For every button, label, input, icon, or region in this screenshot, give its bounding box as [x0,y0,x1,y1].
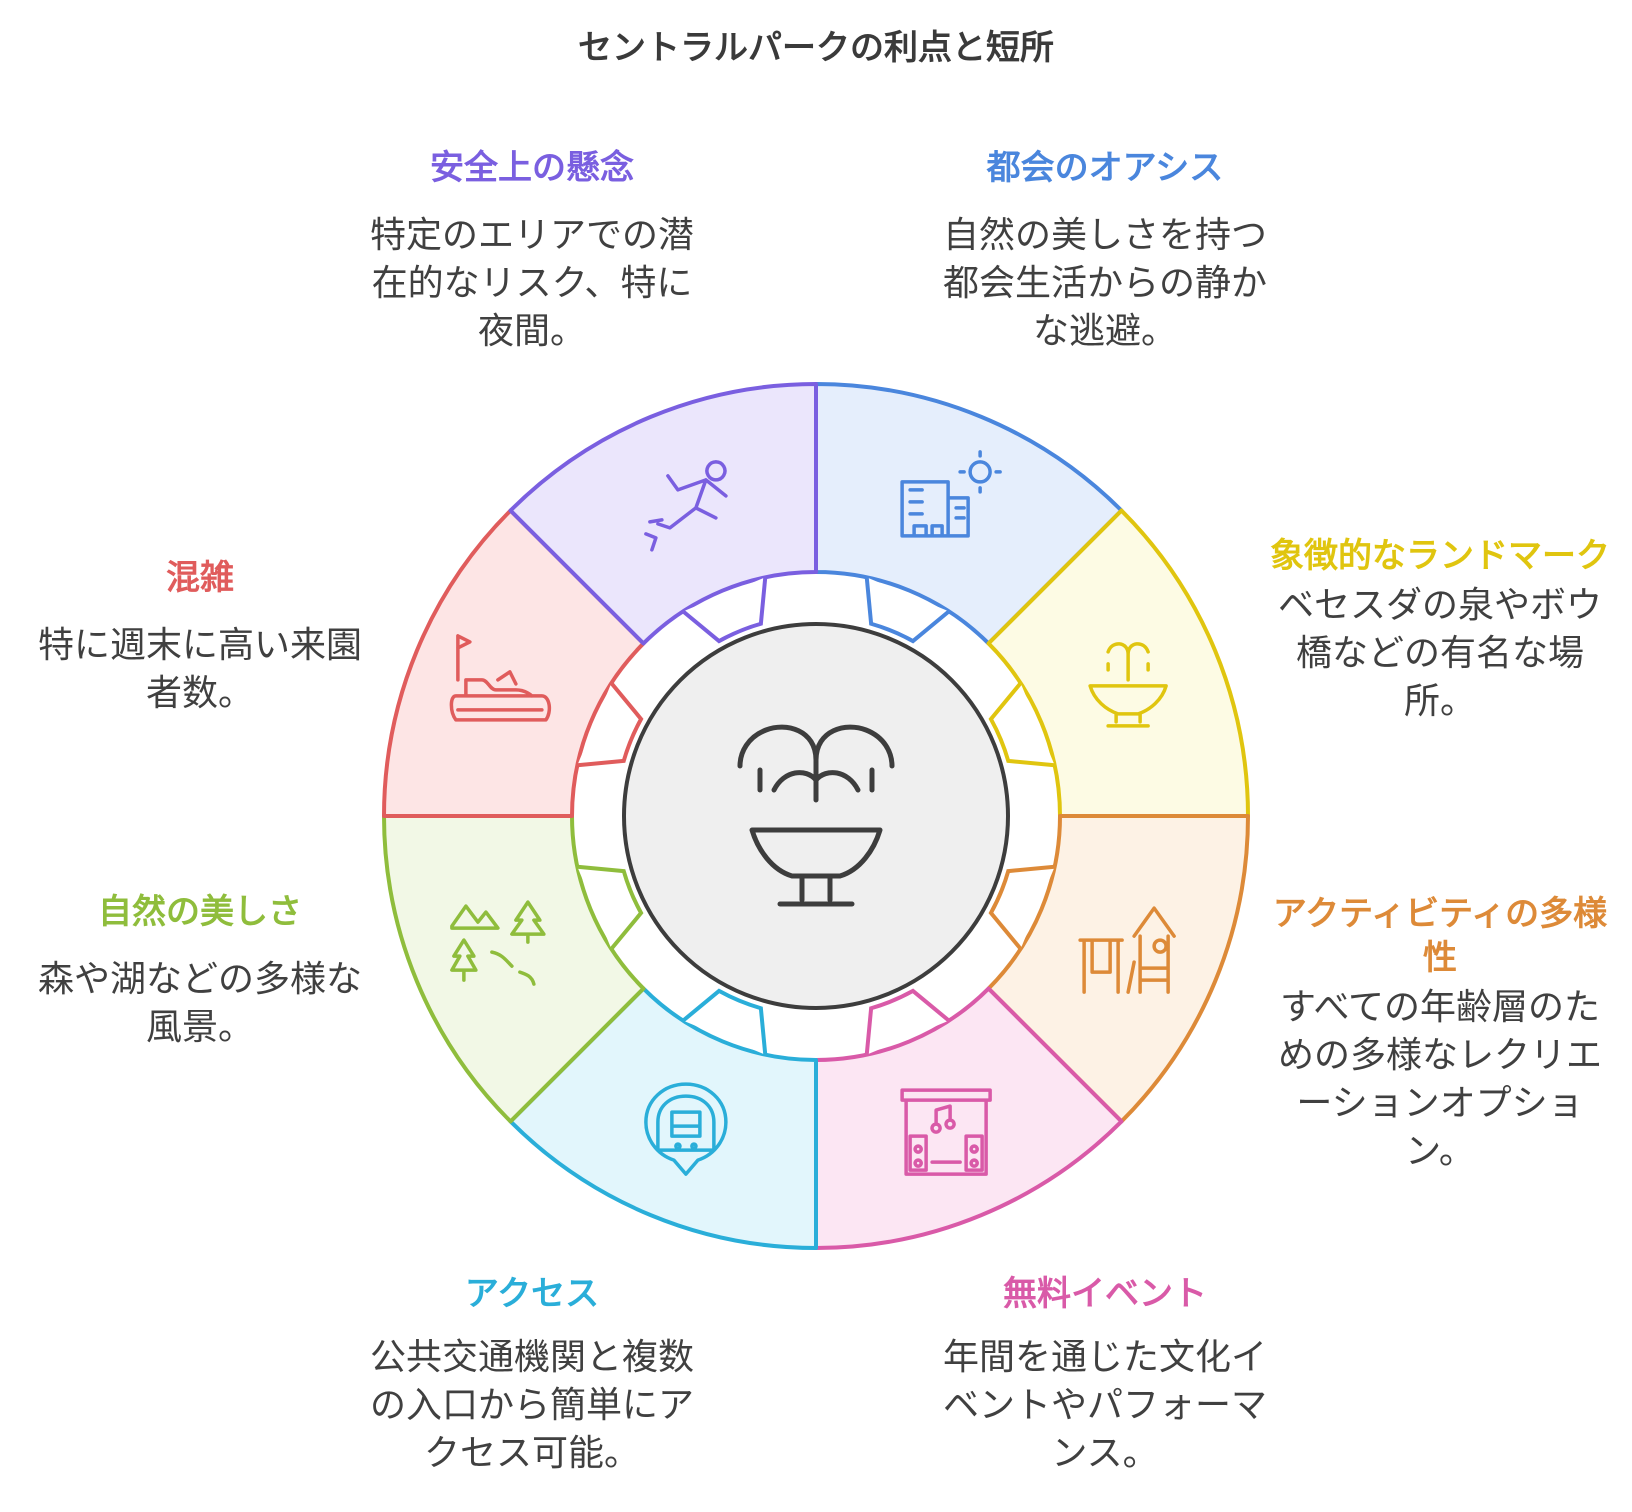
segment-natural-beauty [382,814,646,1124]
heading-crowding: 混雑 [166,558,234,598]
segment-wedge-crowding [382,508,646,818]
heading-iconic-landmarks: 象徴的なランドマーク [1270,536,1610,576]
label-access: アクセス 公共交通機関と複数の入口から簡単にアクセス可能。 [362,1272,702,1478]
heading-access: アクセス [464,1274,600,1314]
heading-natural-beauty: 自然の美しさ [98,892,302,932]
segment-tab-access [681,988,768,1055]
label-safety-concerns: 安全上の懸念 特定のエリアでの潜在的なリスク、特に夜間。 [362,146,702,356]
bumper-car-icon-shape [449,634,552,722]
desc-iconic-landmarks: ベセスダの泉やボウ橋などの有名な場所。 [1277,585,1602,722]
desc-natural-beauty: 森や湖などの多様な風景。 [37,959,362,1048]
center-fountain-icon [737,724,895,907]
segment-wedge-iconic-landmarks [986,508,1250,818]
mountains-trees-icon-shape [450,900,546,986]
heading-urban-oasis: 都会のオアシス [986,148,1224,188]
segment-wedge-natural-beauty [382,814,646,1124]
segment-safety-concerns [508,382,818,646]
desc-safety-concerns: 特定のエリアでの潜在的なリスク、特に夜間。 [369,215,694,352]
fountain-icon-shape [1088,642,1168,728]
bumper-car-icon [449,634,552,722]
desc-urban-oasis: 自然の美しさを持つ都会生活からの静かな逃避。 [942,215,1267,352]
segment-iconic-landmarks [986,508,1250,818]
city-sun-icon [900,450,1002,538]
playground-icon [1078,906,1176,994]
label-crowding: 混雑 特に週末に高い来園者数。 [30,556,370,718]
desc-access: 公共交通機関と複数の入口から簡単にアクセス可能。 [369,1337,694,1474]
segment-tab-natural-beauty [577,864,644,951]
label-urban-oasis: 都会のオアシス 自然の美しさを持つ都会生活からの静かな逃避。 [935,146,1275,356]
segment-wedge-safety-concerns [508,382,818,646]
stage-music-icon-shape [900,1088,992,1176]
segment-tab-crowding [577,681,644,768]
heading-safety-concerns: 安全上の懸念 [430,148,634,188]
center-circle [622,622,1010,1010]
falling-person-icon-shape [644,460,728,552]
segment-crowding [382,508,646,818]
heading-activity-variety: アクティビティの多様性 [1272,894,1608,978]
desc-activity-variety: すべての年齢層のための多様なレクリエーションオプション。 [1277,987,1602,1172]
segment-free-events [814,986,1124,1250]
playground-icon-shape [1078,906,1176,994]
segment-wedge-free-events [814,986,1124,1250]
label-free-events: 無料イベント 年間を通じた文化イベントやパフォーマンス。 [935,1272,1275,1478]
falling-person-icon [644,460,728,552]
segment-tab-urban-oasis [864,577,951,644]
subway-pin-icon-shape [644,1082,728,1176]
segment-tab-iconic-landmarks [988,681,1055,768]
segment-access [508,986,818,1250]
label-iconic-landmarks: 象徴的なランドマーク ベセスダの泉やボウ橋などの有名な場所。 [1270,534,1610,726]
label-activity-variety: アクティビティの多様性 すべての年齢層のための多様なレクリエーションオプション。 [1270,892,1610,1176]
label-natural-beauty: 自然の美しさ 森や湖などの多様な風景。 [30,890,370,1052]
page-title: セントラルパークの利点と短所 [578,28,1054,68]
desc-crowding: 特に週末に高い来園者数。 [37,625,362,714]
city-sun-icon-shape [900,450,1002,538]
segment-tab-free-events [864,988,951,1055]
mountains-trees-icon [450,900,546,986]
fountain-icon [1088,642,1168,728]
desc-free-events: 年間を通じた文化イベントやパフォーマンス。 [942,1337,1267,1474]
segment-tab-safety-concerns [681,577,768,644]
stage-music-icon [900,1088,992,1176]
segment-wedge-access [508,986,818,1250]
heading-free-events: 無料イベント [1003,1274,1207,1314]
subway-pin-icon [644,1082,728,1176]
segment-tab-activity-variety [988,864,1055,951]
